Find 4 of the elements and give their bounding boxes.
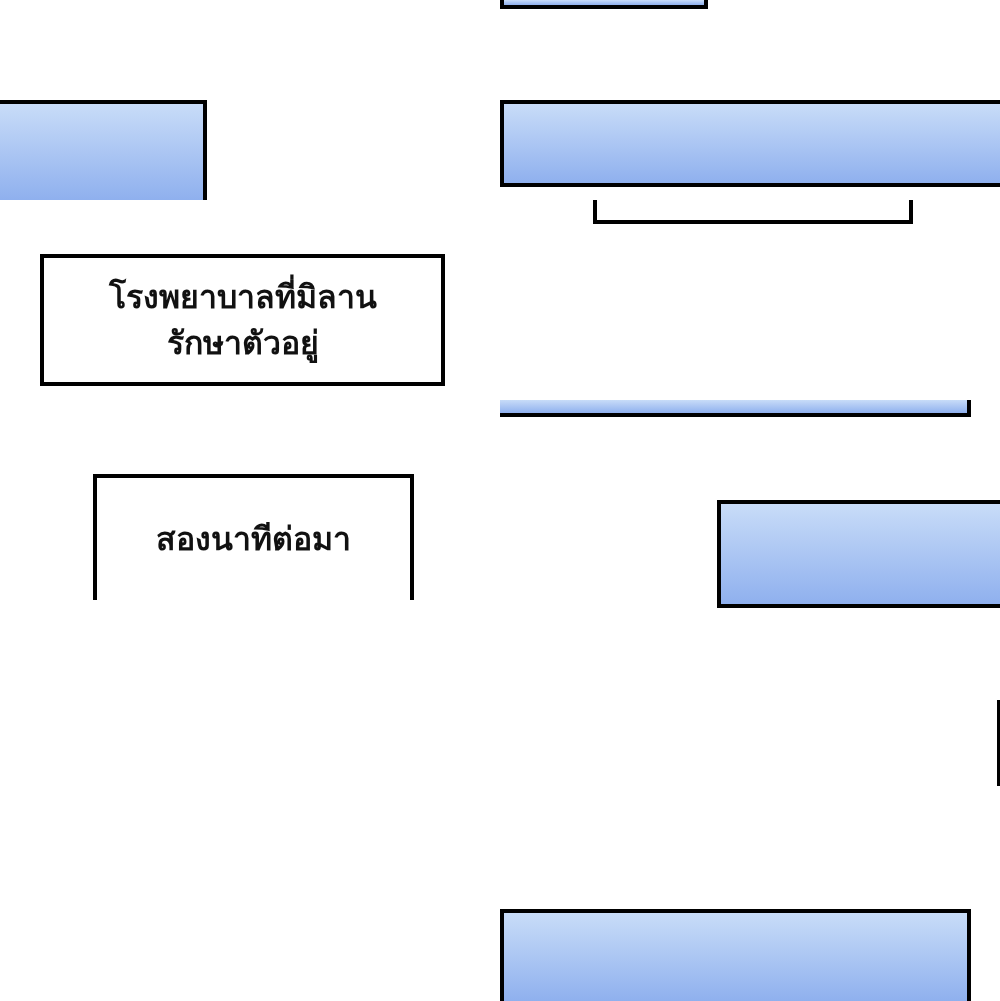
caption-box — [40, 254, 445, 386]
caption-text: โรงพยาบาลที่มิลานรักษาตัวอยู่ — [77, 273, 408, 367]
caption-text: สองนาทีต่อมา — [156, 518, 351, 560]
caption-box — [93, 474, 414, 600]
